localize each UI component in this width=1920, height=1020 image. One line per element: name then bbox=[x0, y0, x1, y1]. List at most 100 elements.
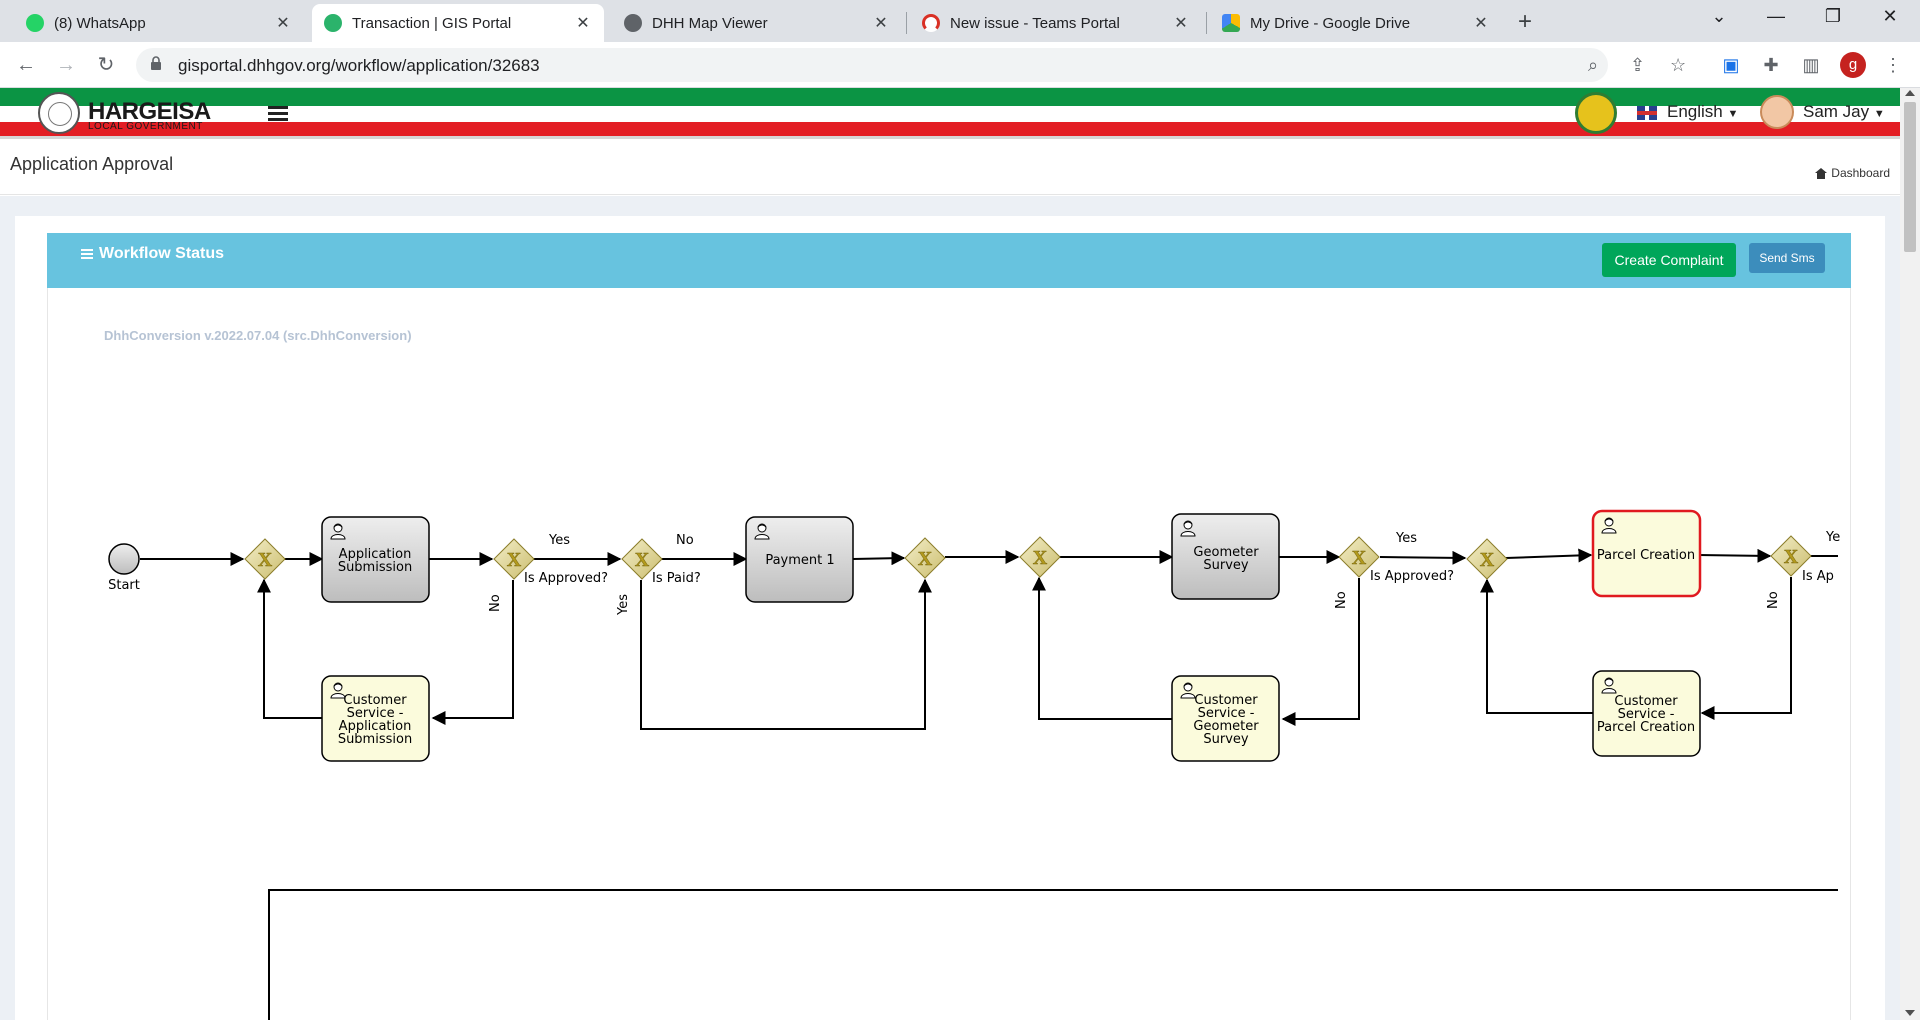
task-payment-1[interactable]: Payment 1 bbox=[745, 516, 854, 603]
label-yes-cut: Ye bbox=[1825, 530, 1840, 545]
close-icon[interactable]: ✕ bbox=[576, 15, 590, 32]
workflow-panel-body bbox=[47, 288, 1851, 1020]
google-drive-icon bbox=[1222, 14, 1240, 32]
scroll-down-icon[interactable] bbox=[1905, 1010, 1915, 1016]
side-panel-icon[interactable]: ▥ bbox=[1802, 55, 1820, 75]
close-icon[interactable]: ✕ bbox=[874, 15, 888, 32]
close-icon[interactable]: ✕ bbox=[1174, 15, 1188, 32]
user-name: Sam Jay bbox=[1803, 102, 1870, 121]
puzzle-icon[interactable]: ✚ bbox=[1763, 55, 1779, 75]
flow-to-is-approved-3 bbox=[1697, 548, 1772, 563]
extension-icon[interactable]: ▣ bbox=[1722, 55, 1740, 75]
gis-portal-icon bbox=[324, 14, 342, 32]
task-parcel-creation[interactable]: Parcel Creation bbox=[1591, 509, 1702, 598]
task-cs-parcel-creation[interactable]: Customer Service - Parcel Creation bbox=[1592, 670, 1701, 757]
start-label: Start bbox=[108, 578, 140, 593]
tab-separator bbox=[906, 12, 907, 34]
version-label: DhhConversion v.2022.07.04 (src.DhhConve… bbox=[104, 328, 412, 343]
tab-search-icon[interactable]: ⌄ bbox=[1711, 6, 1727, 26]
lock-icon bbox=[151, 56, 161, 70]
address-bar[interactable]: gisportal.dhhgov.org/workflow/applicatio… bbox=[136, 48, 1686, 82]
tab-teams-portal[interactable]: New issue - Teams Portal ✕ bbox=[910, 4, 1202, 42]
task-cs-application-submission[interactable]: Customer Service - Application Submissio… bbox=[321, 675, 430, 762]
workflow-diagram: X Start bbox=[108, 509, 1840, 1020]
share-icon[interactable]: ⇪ bbox=[1630, 55, 1646, 75]
scroll-thumb[interactable] bbox=[1904, 102, 1916, 252]
back-button[interactable]: ← bbox=[16, 54, 36, 76]
tab-gis-portal[interactable]: Transaction | GIS Portal ✕ bbox=[312, 4, 604, 42]
forward-button[interactable]: → bbox=[56, 54, 76, 76]
task-geometer-survey[interactable]: Geometer Survey bbox=[1171, 513, 1280, 600]
breadcrumb[interactable]: Dashboard bbox=[1815, 166, 1890, 180]
tab-title: New issue - Teams Portal bbox=[950, 14, 1120, 32]
bookmark-star-icon[interactable]: ☆ bbox=[1670, 55, 1687, 75]
label-is-paid: Is Paid? bbox=[652, 571, 701, 586]
scroll-up-icon[interactable] bbox=[1905, 90, 1915, 96]
task-label: Submission bbox=[338, 560, 412, 575]
close-icon[interactable]: ✕ bbox=[276, 15, 290, 32]
new-tab-button[interactable]: + bbox=[1518, 8, 1533, 35]
logo-title[interactable]: HARGEISA bbox=[88, 98, 211, 125]
minimize-button[interactable]: — bbox=[1767, 6, 1785, 26]
task-label: Parcel Creation bbox=[1597, 720, 1695, 735]
user-avatar[interactable] bbox=[1760, 95, 1794, 129]
task-label: Customer bbox=[1614, 694, 1678, 709]
tab-title: DHH Map Viewer bbox=[652, 14, 768, 32]
label-yes: Yes bbox=[1395, 531, 1417, 546]
browser-toolbar: ← → ↻ gisportal.dhhgov.org/workflow/appl… bbox=[0, 42, 1920, 88]
close-icon[interactable]: ✕ bbox=[1474, 15, 1488, 32]
task-label: Survey bbox=[1203, 558, 1249, 573]
flow-no-to-cs-geometer bbox=[1281, 578, 1360, 726]
label-is-approved-3: Is Ap bbox=[1802, 569, 1834, 584]
whatsapp-icon bbox=[26, 14, 44, 32]
gateway-merge-3[interactable] bbox=[1466, 538, 1508, 580]
language-label: English bbox=[1667, 102, 1723, 121]
menu-kebab-icon[interactable]: ⋮ bbox=[1884, 55, 1902, 75]
send-sms-button[interactable]: Send Sms bbox=[1749, 243, 1825, 273]
page-scrollbar[interactable] bbox=[1900, 88, 1920, 1020]
label-is-approved: Is Approved? bbox=[524, 571, 608, 586]
label-no-vertical: No bbox=[488, 594, 503, 612]
header-stripe-red bbox=[0, 122, 1900, 136]
tab-whatsapp[interactable]: (8) WhatsApp ✕ bbox=[14, 4, 304, 42]
label-no: No bbox=[676, 533, 694, 548]
profile-avatar[interactable]: g bbox=[1840, 52, 1866, 78]
gateway-1[interactable] bbox=[244, 538, 286, 580]
language-dropdown[interactable]: English ▼ bbox=[1667, 102, 1738, 122]
label-no-vertical: No bbox=[1334, 591, 1349, 609]
task-label: Submission bbox=[338, 732, 412, 747]
header-divider bbox=[0, 136, 1900, 139]
flow-payment-to-gateway bbox=[852, 551, 906, 566]
task-application-submission[interactable]: Application Submission bbox=[321, 516, 430, 603]
caret-down-icon: ▼ bbox=[1727, 108, 1739, 120]
task-label: Payment 1 bbox=[765, 553, 834, 568]
logo-seal-icon[interactable] bbox=[38, 92, 80, 134]
panel-title: Workflow Status bbox=[81, 245, 224, 263]
hamburger-menu-icon[interactable] bbox=[268, 106, 288, 122]
tab-google-drive[interactable]: My Drive - Google Drive ✕ bbox=[1210, 4, 1502, 42]
breadcrumb-dashboard[interactable]: Dashboard bbox=[1831, 166, 1890, 180]
task-label: Geometer bbox=[1193, 545, 1259, 560]
start-event[interactable] bbox=[108, 543, 140, 575]
emblem-icon bbox=[1575, 92, 1617, 134]
reload-button[interactable]: ↻ bbox=[97, 54, 115, 76]
task-label: Survey bbox=[1203, 732, 1249, 747]
tab-dhh-map-viewer[interactable]: DHH Map Viewer ✕ bbox=[612, 4, 902, 42]
label-yes: Yes bbox=[548, 533, 570, 548]
url-text: gisportal.dhhgov.org/workflow/applicatio… bbox=[178, 56, 540, 75]
label-yes-vertical: Yes bbox=[616, 594, 631, 616]
home-icon bbox=[1815, 167, 1828, 179]
task-cs-geometer-survey[interactable]: Customer Service - Geometer Survey bbox=[1171, 675, 1280, 762]
restore-button[interactable]: ❐ bbox=[1824, 6, 1842, 26]
task-label: Service - bbox=[1198, 706, 1255, 721]
zoom-icon[interactable]: ⌕ bbox=[1588, 55, 1599, 75]
gateway-merge-2[interactable] bbox=[1019, 536, 1061, 578]
page-title: Application Approval bbox=[10, 154, 174, 174]
close-window-button[interactable]: ✕ bbox=[1882, 6, 1898, 26]
browser-tab-bar: (8) WhatsApp ✕ Transaction | GIS Portal … bbox=[0, 0, 1920, 42]
user-dropdown[interactable]: Sam Jay ▼ bbox=[1803, 102, 1885, 122]
gateway-merge-1[interactable] bbox=[904, 537, 946, 579]
label-no-vertical: No bbox=[1766, 591, 1781, 609]
label-is-approved-2: Is Approved? bbox=[1370, 569, 1454, 584]
create-complaint-button[interactable]: Create Complaint bbox=[1602, 243, 1736, 277]
